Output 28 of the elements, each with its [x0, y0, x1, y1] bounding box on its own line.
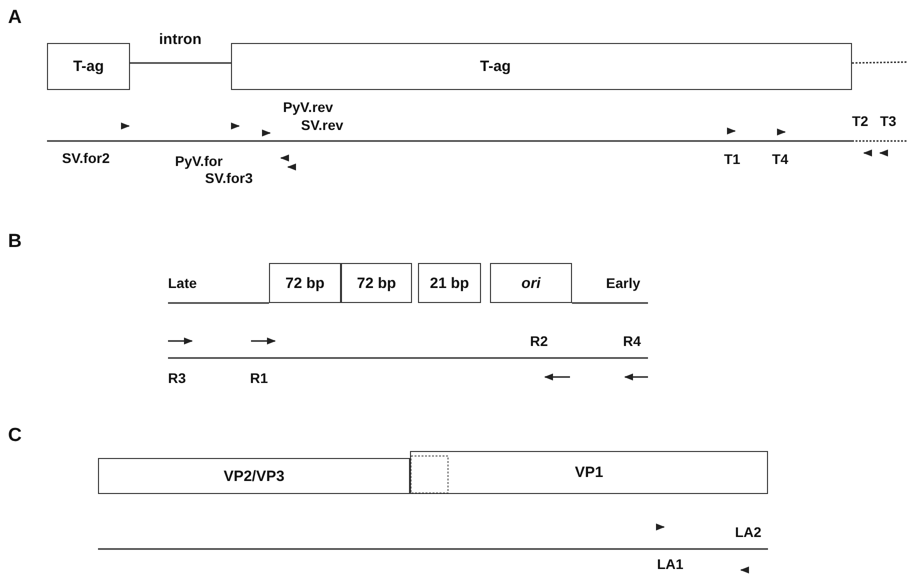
primer-label: SV.rev [301, 117, 344, 133]
repeat-box: 72 bp [341, 263, 412, 303]
panel-letter: A [8, 8, 22, 28]
primer-label: SV.for2 [62, 150, 110, 166]
primer-label: PyV.rev [283, 99, 334, 115]
origin-box: ori [490, 263, 572, 303]
panel-letter: C [8, 426, 22, 446]
primer-label: T1 [724, 151, 740, 167]
repeat-box: 21 bp [418, 263, 481, 303]
primer-label: R2 [530, 333, 548, 349]
primer-label: R4 [623, 333, 641, 349]
primer-label: SV.for3 [205, 170, 253, 186]
primer-label: PyV.for [175, 153, 223, 169]
strand-label: Early [606, 275, 640, 291]
strand-label: Late [168, 275, 197, 291]
primer-label: T2 [852, 113, 868, 129]
primer-label: T3 [880, 113, 896, 129]
repeat-box: 72 bp [269, 263, 341, 303]
gene-box: T-ag [47, 43, 130, 90]
primer-label: R1 [250, 370, 268, 386]
primer-label: R3 [168, 370, 186, 386]
primer-label: T4 [772, 151, 788, 167]
panel-letter: B [8, 232, 22, 252]
primer-label: LA2 [735, 524, 762, 540]
gene-box: VP2/VP3 [98, 458, 410, 494]
gene-box: T-ag [231, 43, 852, 90]
primer-label: LA1 [657, 556, 684, 572]
gene-box: VP1 [410, 451, 768, 494]
